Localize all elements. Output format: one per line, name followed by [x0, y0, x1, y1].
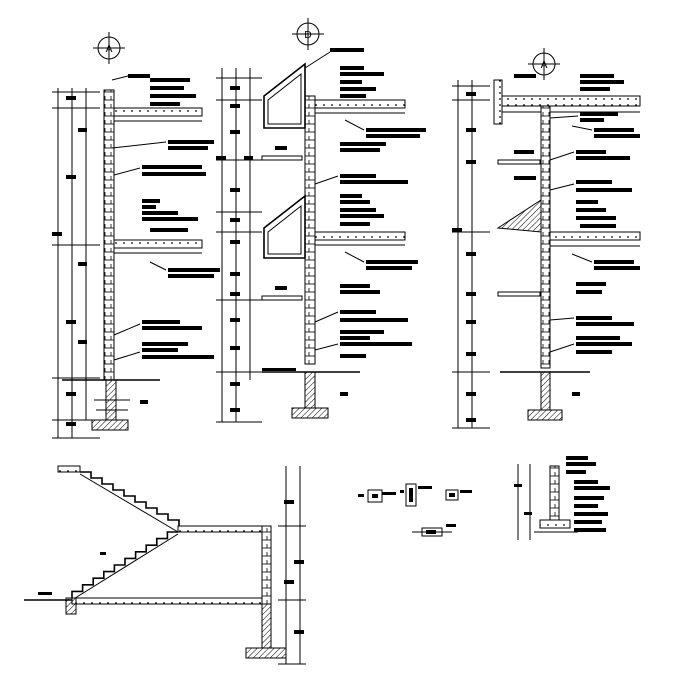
dimension-tags-b — [216, 86, 253, 412]
dimension-tags-c — [452, 92, 476, 422]
stair-wall — [261, 525, 272, 605]
sunshade-lower-b — [263, 194, 306, 259]
stair-section — [24, 465, 306, 665]
foundation-wall-c — [540, 371, 551, 411]
wall-section-b: D — [216, 18, 426, 423]
stair-flight-lower — [71, 531, 178, 598]
grid-label-b: D — [304, 30, 312, 41]
roof-slab-c — [501, 95, 641, 107]
detail-2 — [400, 483, 432, 507]
footing-a — [91, 419, 129, 431]
dimension-lines-stair — [278, 466, 306, 665]
detail-3 — [445, 489, 472, 501]
wall-section-a: A — [52, 32, 220, 439]
parapet-detail — [514, 456, 610, 540]
grid-bubble-a: A — [93, 32, 125, 64]
roof-slab-a — [113, 107, 203, 117]
grid-label-c: A — [541, 60, 548, 71]
floor-slab-c — [549, 231, 641, 241]
masonry-wall-a — [103, 89, 115, 381]
leaders-a — [111, 75, 167, 361]
annotations-b — [262, 48, 426, 396]
footing-b — [291, 407, 329, 419]
parapet-wall — [549, 465, 560, 523]
stair-flight-upper — [80, 471, 180, 526]
wall-section-c: A — [452, 48, 641, 429]
floor-slab-a — [113, 239, 203, 249]
small-details — [358, 483, 472, 537]
stair-landing — [177, 525, 263, 533]
detail-1 — [358, 489, 396, 503]
annotations-c — [514, 74, 640, 396]
leaders-c — [549, 115, 593, 353]
dimension-tags-stair — [38, 500, 304, 634]
dimension-lines-b — [216, 68, 262, 423]
masonry-wall-b — [304, 95, 316, 365]
stair-footing — [245, 647, 287, 659]
sunshade-c — [496, 199, 542, 233]
ground-slab — [71, 597, 263, 605]
leaders-b — [304, 51, 365, 351]
dimension-lines-a — [52, 88, 100, 439]
grid-label-a: A — [106, 44, 113, 55]
grid-bubble-b: D — [292, 18, 324, 50]
masonry-wall-c — [540, 105, 551, 369]
foundation-wall-b — [304, 371, 316, 409]
dimension-tags-a — [52, 96, 87, 426]
roof-slab-b — [314, 99, 406, 109]
stair-foundation — [261, 603, 272, 649]
floor-slab-b — [314, 231, 406, 241]
detail-4 — [412, 524, 456, 537]
annotations-a — [128, 74, 220, 404]
sunshade-upper-b — [263, 62, 306, 129]
grid-bubble-c: A — [528, 48, 560, 80]
footing-c — [527, 409, 563, 421]
annotations-parapet — [566, 456, 610, 532]
